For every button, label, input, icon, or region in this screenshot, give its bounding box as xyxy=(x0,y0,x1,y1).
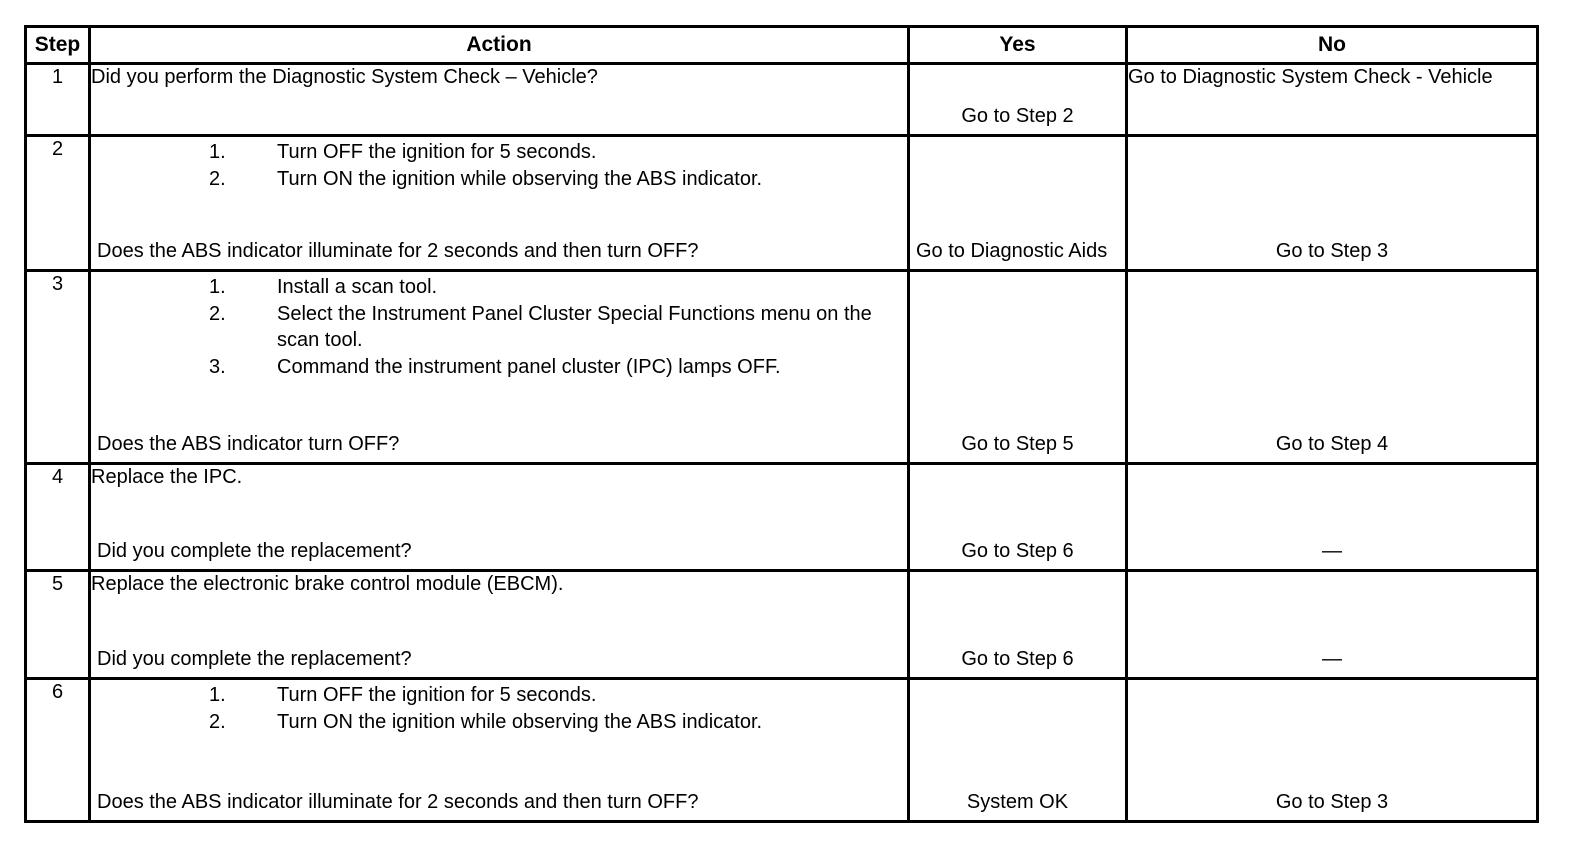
no-answer-text: Go to Step 3 xyxy=(1275,240,1389,263)
step-number-cell: 6 xyxy=(24,677,91,823)
action-step-list: 1. Install a scan tool. 2. Select the In… xyxy=(91,274,907,380)
action-cell: 1. Install a scan tool. 2. Select the In… xyxy=(88,269,910,465)
table-header: Step Action Yes No xyxy=(24,25,1539,65)
yes-cell: Go to Step 6 xyxy=(907,569,1128,680)
list-item-text: Turn ON the ignition while observing the… xyxy=(277,711,763,733)
yes-answer-text: Go to Step 5 xyxy=(961,433,1074,456)
step-number-cell: 1 xyxy=(24,62,91,137)
no-cell: Go to Step 3 xyxy=(1125,134,1539,272)
table-row: 1 Did you perform the Diagnostic System … xyxy=(24,62,1539,137)
diagnostic-procedure-table: Step Action Yes No 1 Did you perform the… xyxy=(24,25,1539,823)
list-item: 2. Select the Instrument Panel Cluster S… xyxy=(91,301,907,353)
table-row: 6 1. Turn OFF the ignition for 5 seconds… xyxy=(24,677,1539,823)
list-item-text: Turn OFF the ignition for 5 seconds. xyxy=(277,141,597,163)
list-item: 1. Turn OFF the ignition for 5 seconds. xyxy=(91,682,907,708)
no-cell: — xyxy=(1125,569,1539,680)
action-question-text: Did you complete the replacement? xyxy=(97,648,412,671)
action-lead-text: Replace the electronic brake control mod… xyxy=(91,573,564,595)
action-cell: Did you perform the Diagnostic System Ch… xyxy=(88,62,910,137)
column-header-step: Step xyxy=(24,25,91,65)
yes-cell: System OK xyxy=(907,677,1128,823)
no-answer-text: Go to Step 4 xyxy=(1275,433,1389,456)
table-row: 4 Replace the IPC. Did you complete the … xyxy=(24,462,1539,572)
table-body: 1 Did you perform the Diagnostic System … xyxy=(24,62,1539,823)
list-item-text: Select the Instrument Panel Cluster Spec… xyxy=(277,303,872,351)
list-marker: 2. xyxy=(209,303,226,325)
list-marker: 1. xyxy=(209,141,226,163)
list-marker: 2. xyxy=(209,711,226,733)
no-answer-text: — xyxy=(1322,648,1342,671)
action-step-list: 1. Turn OFF the ignition for 5 seconds. … xyxy=(91,682,907,735)
yes-cell: Go to Step 5 xyxy=(907,269,1128,465)
list-item: 1. Turn OFF the ignition for 5 seconds. xyxy=(91,139,907,165)
list-item-text: Install a scan tool. xyxy=(277,276,438,298)
action-lead-text: Did you perform the Diagnostic System Ch… xyxy=(91,66,598,88)
no-answer-text: Go to Step 3 xyxy=(1275,791,1389,814)
action-question-text: Does the ABS indicator turn OFF? xyxy=(97,433,400,456)
list-item: 2. Turn ON the ignition while observing … xyxy=(91,709,907,735)
table-row: 3 1. Install a scan tool. 2. Select the … xyxy=(24,269,1539,465)
yes-cell: Go to Diagnostic Aids xyxy=(907,134,1128,272)
yes-answer-text: Go to Diagnostic Aids xyxy=(916,240,1108,263)
action-cell: Replace the electronic brake control mod… xyxy=(88,569,910,680)
step-number-cell: 4 xyxy=(24,462,91,572)
list-item: 3. Command the instrument panel cluster … xyxy=(91,354,907,380)
header-row: Step Action Yes No xyxy=(24,25,1539,65)
table-row: 5 Replace the electronic brake control m… xyxy=(24,569,1539,680)
action-cell: Replace the IPC. Did you complete the re… xyxy=(88,462,910,572)
list-item-text: Turn ON the ignition while observing the… xyxy=(277,168,763,190)
list-item: 1. Install a scan tool. xyxy=(91,274,907,300)
yes-answer-text: System OK xyxy=(966,791,1069,814)
column-header-yes: Yes xyxy=(907,25,1128,65)
action-question-text: Does the ABS indicator illuminate for 2 … xyxy=(97,791,699,814)
list-marker: 3. xyxy=(209,356,226,378)
no-answer-text: — xyxy=(1322,540,1342,563)
action-cell: 1. Turn OFF the ignition for 5 seconds. … xyxy=(88,677,910,823)
action-question-text: Did you complete the replacement? xyxy=(97,540,412,563)
list-item: 2. Turn ON the ignition while observing … xyxy=(91,166,907,192)
table-row: 2 1. Turn OFF the ignition for 5 seconds… xyxy=(24,134,1539,272)
action-lead-text: Replace the IPC. xyxy=(91,466,243,488)
list-marker: 1. xyxy=(209,684,226,706)
action-question-text: Does the ABS indicator illuminate for 2 … xyxy=(97,240,699,263)
no-cell: Go to Diagnostic System Check - Vehicle xyxy=(1125,62,1539,137)
action-step-list: 1. Turn OFF the ignition for 5 seconds. … xyxy=(91,139,907,192)
action-cell: 1. Turn OFF the ignition for 5 seconds. … xyxy=(88,134,910,272)
no-cell: Go to Step 4 xyxy=(1125,269,1539,465)
no-cell: Go to Step 3 xyxy=(1125,677,1539,823)
column-header-no: No xyxy=(1125,25,1539,65)
list-marker: 1. xyxy=(209,276,226,298)
column-header-action: Action xyxy=(88,25,910,65)
yes-answer-text: Go to Step 6 xyxy=(961,540,1074,563)
step-number-cell: 5 xyxy=(24,569,91,680)
step-number-cell: 3 xyxy=(24,269,91,465)
no-cell: — xyxy=(1125,462,1539,572)
yes-answer-text: Go to Step 6 xyxy=(961,648,1074,671)
list-item-text: Command the instrument panel cluster (IP… xyxy=(277,356,781,378)
list-marker: 2. xyxy=(209,168,226,190)
yes-cell: Go to Step 6 xyxy=(907,462,1128,572)
yes-answer-text: Go to Step 2 xyxy=(961,105,1074,128)
no-answer-text: Go to Diagnostic System Check - Vehicle xyxy=(1128,66,1493,88)
step-number-cell: 2 xyxy=(24,134,91,272)
yes-cell: Go to Step 2 xyxy=(907,62,1128,137)
list-item-text: Turn OFF the ignition for 5 seconds. xyxy=(277,684,597,706)
